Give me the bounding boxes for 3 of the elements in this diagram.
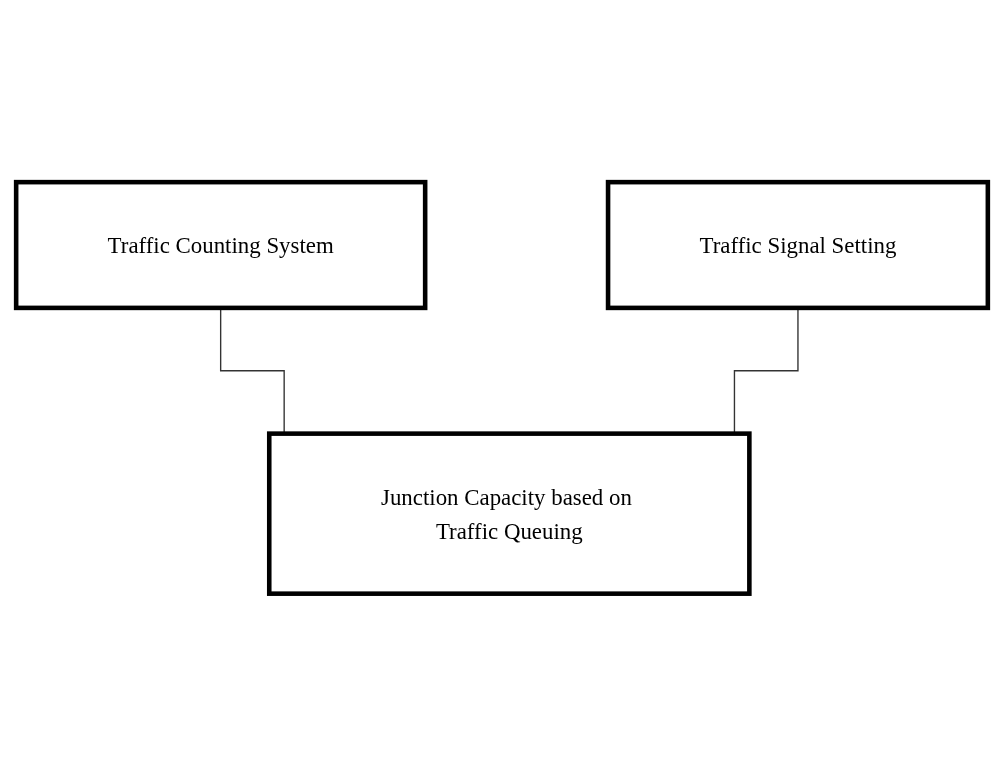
node-box: Junction Capacity based on Traffic Queuing	[266, 431, 752, 597]
node-box: Traffic Signal Setting	[605, 179, 991, 311]
node-box: Traffic Counting System	[13, 179, 428, 311]
